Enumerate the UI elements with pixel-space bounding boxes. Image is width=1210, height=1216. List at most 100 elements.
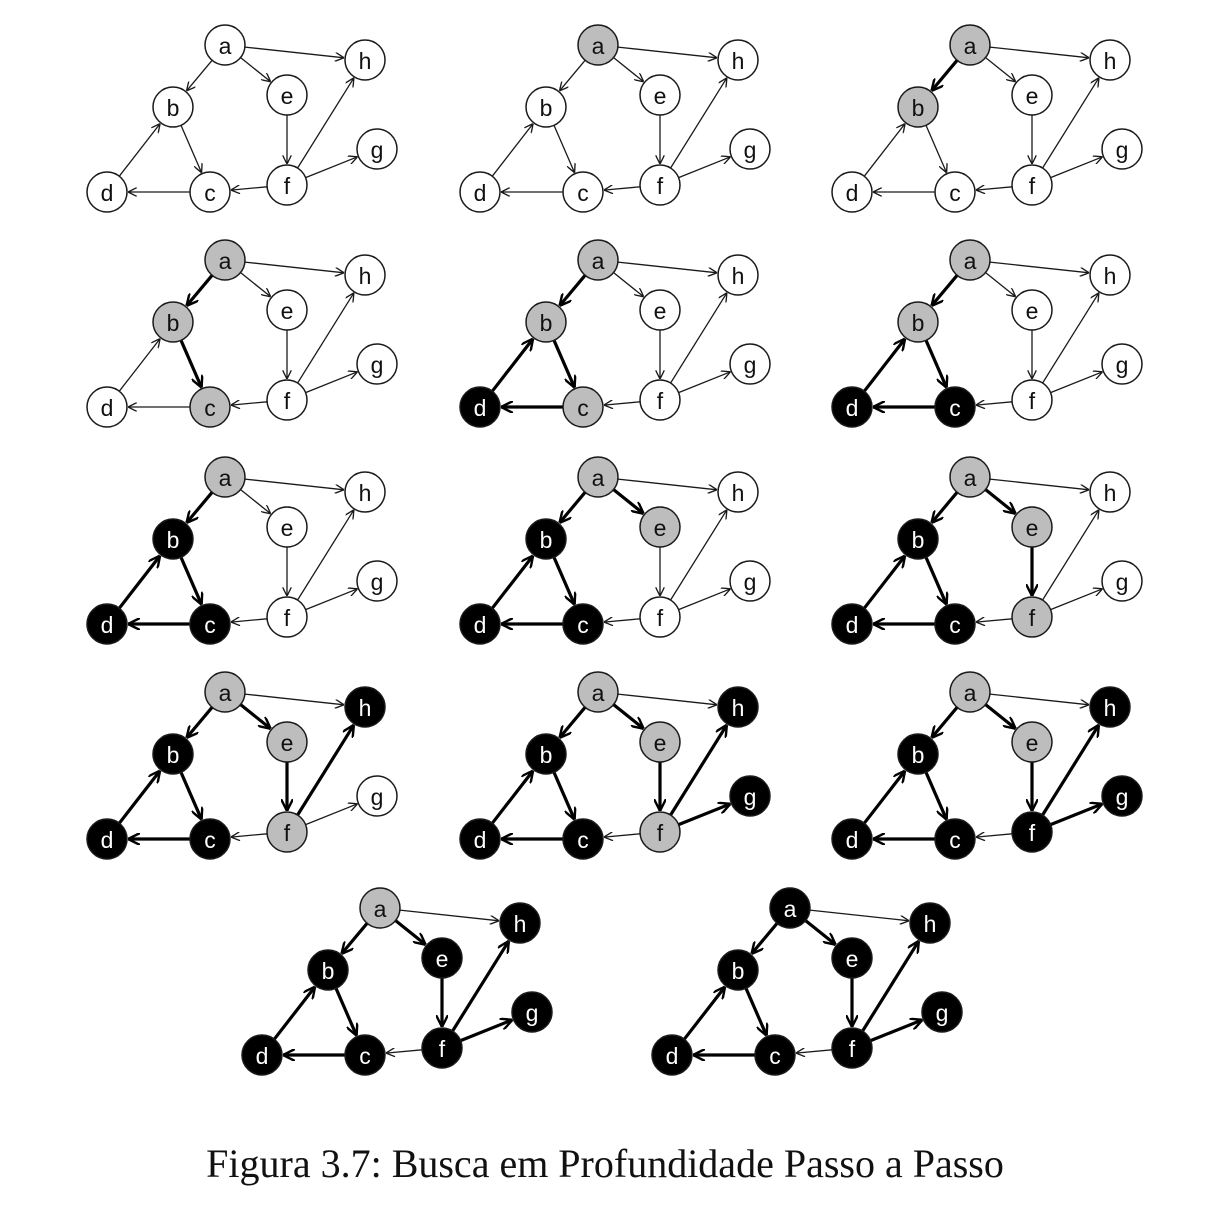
node-label-e: e [436,946,449,972]
node-label-e: e [1026,83,1039,109]
node-label-b: b [167,742,180,768]
node-c [934,818,976,860]
node-label-b: b [167,527,180,553]
node-c [189,386,231,428]
node-label-b: b [912,527,925,553]
edge-f-g [678,372,731,394]
node-c [344,1034,386,1076]
edge-a-b [187,59,213,91]
edge-f-g [1050,157,1103,179]
node-label-d: d [846,395,859,421]
edge-f-g [870,1020,923,1043]
node-g [356,343,398,385]
edge-f-h [669,725,727,816]
node-h [1089,254,1131,296]
node-e [639,506,681,548]
edge-f-c [231,187,268,190]
node-label-h: h [732,695,745,721]
node-d [459,386,501,428]
node-e [1011,721,1053,763]
node-label-g: g [1116,784,1129,810]
edge-f-h [297,293,354,384]
node-b [717,949,759,991]
edge-b-c [179,771,202,819]
node-h [344,254,386,296]
edge-f-g [305,804,358,826]
node-e [831,937,873,979]
edge-f-h [1042,293,1099,384]
node-f [639,379,681,421]
node-b [152,86,194,128]
node-a [949,456,991,498]
node-b [897,86,939,128]
edge-a-h [244,693,344,705]
edge-a-h [989,261,1089,273]
node-b [152,733,194,775]
node-label-d: d [101,395,114,421]
node-label-g: g [936,1000,949,1026]
edge-f-g [678,589,731,611]
node-a [577,24,619,66]
node-a [204,671,246,713]
figure-caption: Figura 3.7: Busca em Profundidade Passo … [206,1141,1004,1186]
edge-d-b [683,987,725,1041]
edge-a-e [240,57,271,82]
node-f [266,164,308,206]
edge-d-b [863,556,905,610]
node-h [717,471,759,513]
edge-d-b [863,339,905,393]
node-e [639,289,681,331]
edge-b-c [552,556,575,604]
node-d [86,603,128,645]
edge-f-h [451,941,509,1032]
node-h [717,686,759,728]
node-label-f: f [849,1036,856,1062]
node-f [266,811,308,853]
node-g [356,775,398,817]
edge-d-b [491,771,533,825]
edge-f-g [305,589,358,611]
node-label-a: a [592,33,605,59]
node-c [562,386,604,428]
node-label-c: c [204,612,216,638]
edge-a-e [239,703,271,729]
node-f [639,811,681,853]
edge-a-e [240,272,271,297]
edge-d-b [863,124,905,177]
node-label-c: c [577,827,589,853]
node-label-f: f [1029,820,1036,846]
node-label-f: f [657,388,664,414]
node-label-c: c [769,1043,781,1069]
node-h [1089,686,1131,728]
edge-f-c [976,402,1013,405]
node-label-h: h [359,480,372,506]
edge-f-g [1050,804,1103,827]
edge-a-b [560,491,587,523]
edge-a-h [617,693,717,705]
edge-a-b [342,922,369,954]
node-label-c: c [949,827,961,853]
edge-f-h [1041,725,1099,816]
edge-f-c [976,187,1013,190]
node-label-a: a [219,465,232,491]
node-c [562,603,604,645]
node-label-h: h [732,48,745,74]
node-label-h: h [1104,695,1117,721]
node-label-d: d [666,1043,679,1069]
edge-d-b [491,556,533,610]
edge-a-b [932,59,959,91]
node-label-a: a [592,680,605,706]
node-label-f: f [284,388,291,414]
node-f [266,596,308,638]
node-label-h: h [1104,48,1117,74]
node-label-c: c [577,612,589,638]
node-label-e: e [281,515,294,541]
edge-a-h [617,261,717,273]
edge-a-e [804,919,836,945]
